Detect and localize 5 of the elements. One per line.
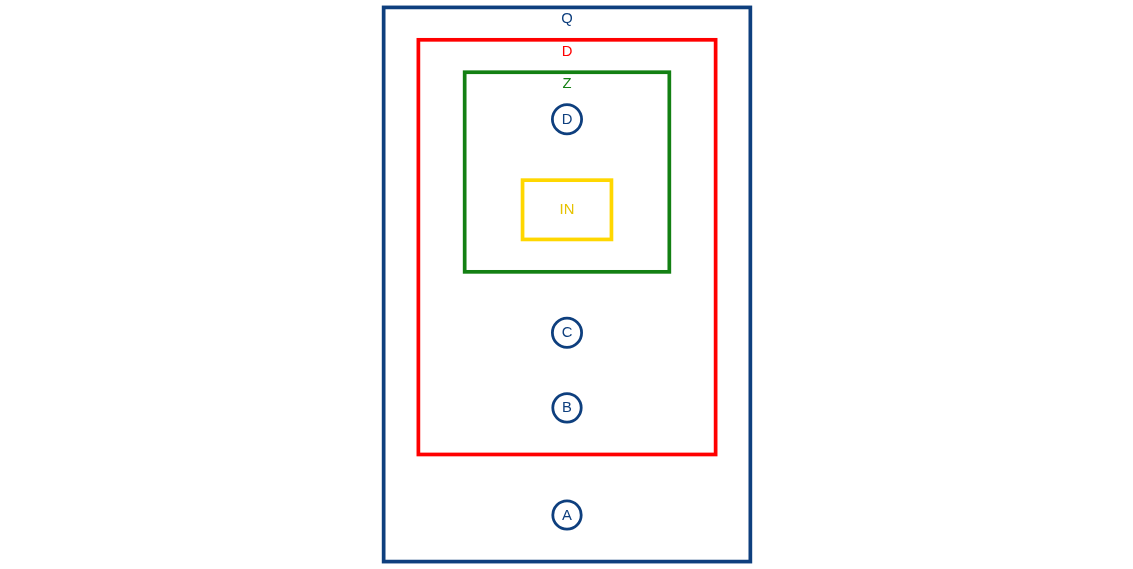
node-circle: C — [550, 316, 583, 349]
node-box: IN — [520, 178, 613, 242]
node-circle: A — [550, 499, 583, 531]
node-circle: B — [550, 392, 583, 424]
node-circle: D — [550, 103, 583, 136]
